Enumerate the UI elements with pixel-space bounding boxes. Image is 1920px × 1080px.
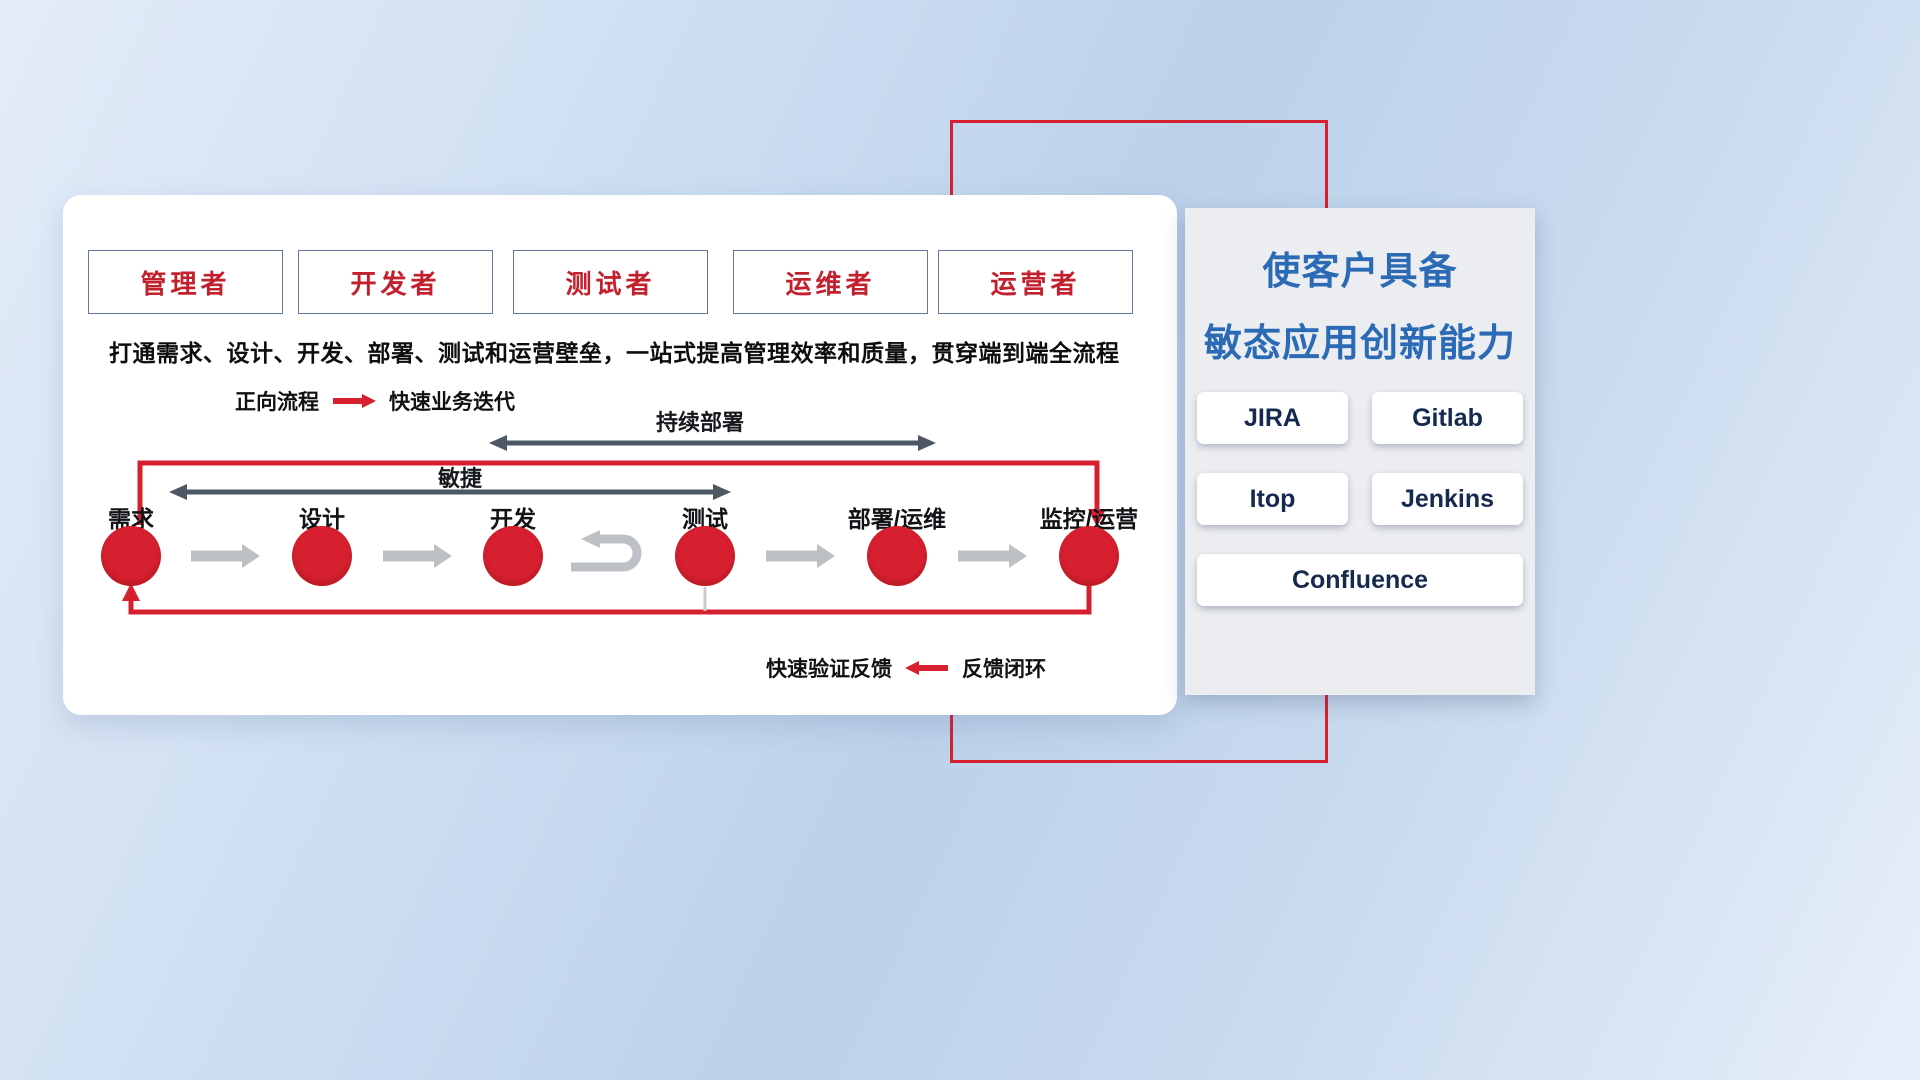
- tool-button-gitlab: Gitlab: [1372, 392, 1523, 444]
- role-box-tester: 测试者: [513, 250, 708, 314]
- role-box-manager: 管理者: [88, 250, 283, 314]
- continuous-deploy-label: 持续部署: [655, 410, 744, 435]
- flow-node-circle-development: [483, 526, 543, 586]
- agile-arrow: [169, 484, 731, 500]
- flow-node-circle-testing: [675, 526, 735, 586]
- flow-node-circle-requirements: [101, 526, 161, 586]
- forward-loop-line: [137, 460, 1106, 527]
- flow-node-circle-monitor-ops: [1059, 526, 1119, 586]
- feedback-loop-line: [122, 583, 1092, 615]
- forward-legend-desc: 快速业务迭代: [389, 391, 515, 414]
- iteration-loop-icon: [571, 530, 642, 572]
- role-box-ops: 运维者: [733, 250, 928, 314]
- flow-node-circle-design: [292, 526, 352, 586]
- role-box-developer: 开发者: [298, 250, 493, 314]
- feedback-legend-label: 快速验证反馈: [766, 658, 892, 681]
- node-step-arrows: [191, 544, 1027, 568]
- tool-button-jenkins: Jenkins: [1372, 473, 1523, 525]
- feedback-legend-desc: 反馈闭环: [962, 658, 1046, 681]
- role-label: 开发者: [350, 268, 441, 299]
- forward-legend-label: 正向流程: [235, 391, 319, 414]
- role-label: 运营者: [990, 268, 1081, 299]
- forward-legend: 正向流程 快速业务迭代: [235, 386, 515, 416]
- forward-arrow-icon: [333, 394, 376, 408]
- devops-flow-card: 管理者 开发者 测试者 运维者 运营者 打通需求、设计、开发、部署、测试和运营壁…: [63, 195, 1177, 715]
- capability-headline-line2: 敏态应用创新能力: [1203, 323, 1516, 365]
- role-label: 运维者: [785, 268, 876, 299]
- capability-panel: 使客户具备 敏态应用创新能力 JIRA Gitlab Itop Jenkins …: [1185, 208, 1535, 695]
- feedback-legend: 快速验证反馈 反馈闭环: [766, 653, 1046, 683]
- role-label: 管理者: [140, 268, 231, 299]
- role-label: 测试者: [565, 268, 656, 299]
- role-box-operator: 运营者: [938, 250, 1133, 314]
- continuous-deploy-arrow: [489, 435, 936, 451]
- tool-button-jira: JIRA: [1197, 392, 1348, 444]
- flow-lines-svg: [122, 435, 1106, 615]
- integration-subtitle: 打通需求、设计、开发、部署、测试和运营壁垒，一站式提高管理效率和质量，贯穿端到端…: [109, 340, 1120, 366]
- feedback-arrow-icon: [905, 661, 948, 675]
- tool-button-itop: Itop: [1197, 473, 1348, 525]
- agile-label: 敏捷: [437, 466, 482, 491]
- flow-node-circle-deploy-ops: [867, 526, 927, 586]
- tool-button-confluence: Confluence: [1197, 554, 1523, 606]
- capability-headline-line1: 使客户具备: [1262, 251, 1458, 293]
- tool-button-grid: JIRA Gitlab Itop Jenkins Confluence: [1197, 392, 1523, 606]
